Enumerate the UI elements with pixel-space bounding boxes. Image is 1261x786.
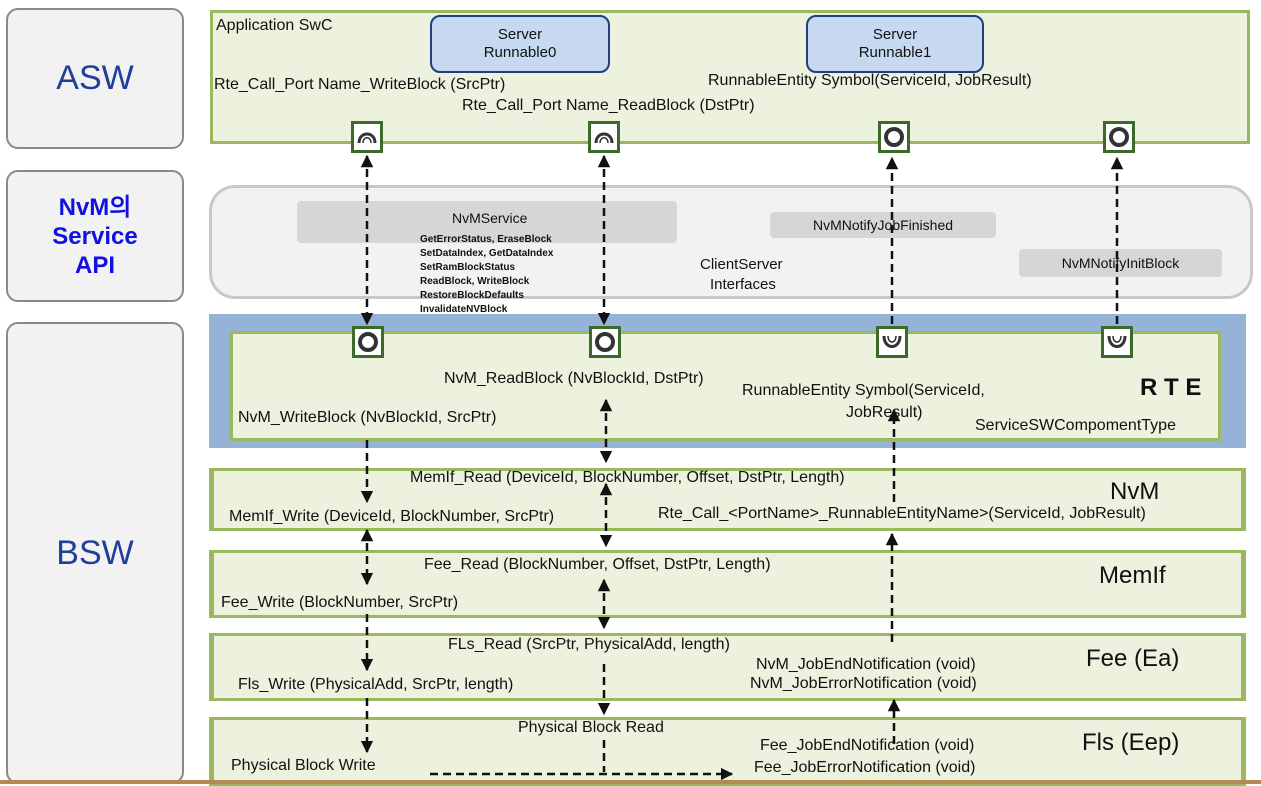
runnable-entity-symbol-text: RunnableEntity Symbol(ServiceId, JobResu… (708, 72, 1032, 89)
bsw-label: BSW (56, 533, 134, 572)
service-op: InvalidateNVBlock (420, 304, 508, 315)
rte-entity-symbol-line1: RunnableEntity Symbol(ServiceId, (742, 382, 985, 399)
clientserver-label-line2: Interfaces (710, 276, 776, 293)
server-port-jobfinished-icon (878, 121, 910, 153)
fee-layer (209, 633, 1246, 701)
api-label-line3: API (74, 251, 115, 279)
rte-call-readblock-text: Rte_Call_Port Name_ReadBlock (DstPtr) (462, 97, 755, 114)
nvm-service-operations: GetErrorStatus, EraseBlock SetDataIndex,… (420, 233, 553, 317)
rte-call-writeblock-text: Rte_Call_Port Name_WriteBlock (SrcPtr) (214, 76, 506, 93)
memif-layer (209, 550, 1246, 618)
client-port-writeblock-icon (351, 121, 383, 153)
server-runnable1: Server Runnable1 (806, 15, 984, 73)
runnable0-line2: Runnable0 (483, 44, 557, 61)
fls-layer-label: Fls (Eep) (1082, 729, 1180, 756)
fee-read-text: Fee_Read (BlockNumber, Offset, DstPtr, L… (424, 556, 771, 573)
fee-write-text: Fee_Write (BlockNumber, SrcPtr) (221, 594, 459, 611)
nvm-notify-job-finished-label: NvMNotifyJobFinished (812, 217, 954, 233)
server-runnable0: Server Runnable0 (430, 15, 610, 73)
rte-entity-symbol-line2: JobResult) (846, 404, 923, 421)
memif-write-text: MemIf_Write (DeviceId, BlockNumber, SrcP… (229, 508, 555, 525)
bottom-rule (0, 780, 1261, 784)
physical-block-read-text: Physical Block Read (518, 719, 664, 736)
service-op: SetDataIndex, GetDataIndex (420, 248, 554, 259)
fls-layer (209, 717, 1246, 786)
server-port-rte-readblock-icon (589, 326, 621, 358)
nvm-notify-init-block-box: NvMNotifyInitBlock (1019, 249, 1222, 277)
application-swc-layer (210, 10, 1250, 144)
nvm-service-api-side-label: NvM의 Service API (6, 170, 184, 302)
fee-job-error-notification-text: Fee_JobErrorNotification (void) (754, 759, 976, 776)
asw-side-label: ASW (6, 8, 184, 149)
nvm-service-box (297, 201, 677, 243)
nvm-job-end-notification-text: NvM_JobEndNotification (void) (756, 656, 976, 673)
api-label-line1: NvM의 (58, 193, 132, 221)
service-op: ReadBlock, WriteBlock (420, 276, 530, 287)
service-op: RestoreBlockDefaults (420, 290, 524, 301)
memif-layer-label: MemIf (1099, 562, 1166, 589)
memif-read-text: MemIf_Read (DeviceId, BlockNumber, Offse… (410, 469, 845, 486)
clientserver-label-line1: ClientServer (700, 256, 783, 273)
application-swc-title: Application SwC (216, 17, 333, 34)
physical-block-write-text: Physical Block Write (231, 757, 376, 774)
runnable1-line1: Server (872, 26, 918, 43)
runnable0-line1: Server (497, 26, 543, 43)
nvm-notify-job-finished-box: NvMNotifyJobFinished (770, 212, 996, 238)
server-port-rte-writeblock-icon (352, 326, 384, 358)
fls-write-text: Fls_Write (PhysicalAdd, SrcPtr, length) (238, 676, 514, 693)
client-port-readblock-icon (588, 121, 620, 153)
nvm-job-error-notification-text: NvM_JobErrorNotification (void) (750, 675, 977, 692)
client-port-rte-initblock-icon (1101, 326, 1133, 358)
rte-call-notification-text: Rte_Call_<PortName>_RunnableEntityName>(… (658, 505, 1146, 522)
nvm-layer-label: NvM (1110, 478, 1160, 505)
nvm-service-title: NvMService (452, 210, 528, 226)
nvm-notify-init-block-label: NvMNotifyInitBlock (1061, 255, 1180, 271)
runnable1-line2: Runnable1 (858, 44, 932, 61)
fls-read-text: FLs_Read (SrcPtr, PhysicalAdd, length) (448, 636, 730, 653)
nvm-writeblock-text: NvM_WriteBlock (NvBlockId, SrcPtr) (238, 409, 497, 426)
nvm-layer (209, 468, 1246, 531)
rte-inner-box (230, 331, 1221, 441)
fee-job-end-notification-text: Fee_JobEndNotification (void) (760, 737, 975, 754)
nvm-readblock-text: NvM_ReadBlock (NvBlockId, DstPtr) (444, 370, 704, 387)
server-port-initblock-icon (1103, 121, 1135, 153)
api-label-line2: Service (52, 222, 138, 250)
service-swc-type-text: ServiceSWCompomentType (975, 417, 1176, 434)
client-port-rte-jobfinished-icon (876, 326, 908, 358)
service-op: GetErrorStatus, EraseBlock (420, 234, 552, 245)
rte-label: R T E (1140, 374, 1202, 401)
fee-layer-label: Fee (Ea) (1086, 645, 1180, 672)
service-op: SetRamBlockStatus (420, 262, 516, 273)
asw-label: ASW (56, 59, 134, 97)
